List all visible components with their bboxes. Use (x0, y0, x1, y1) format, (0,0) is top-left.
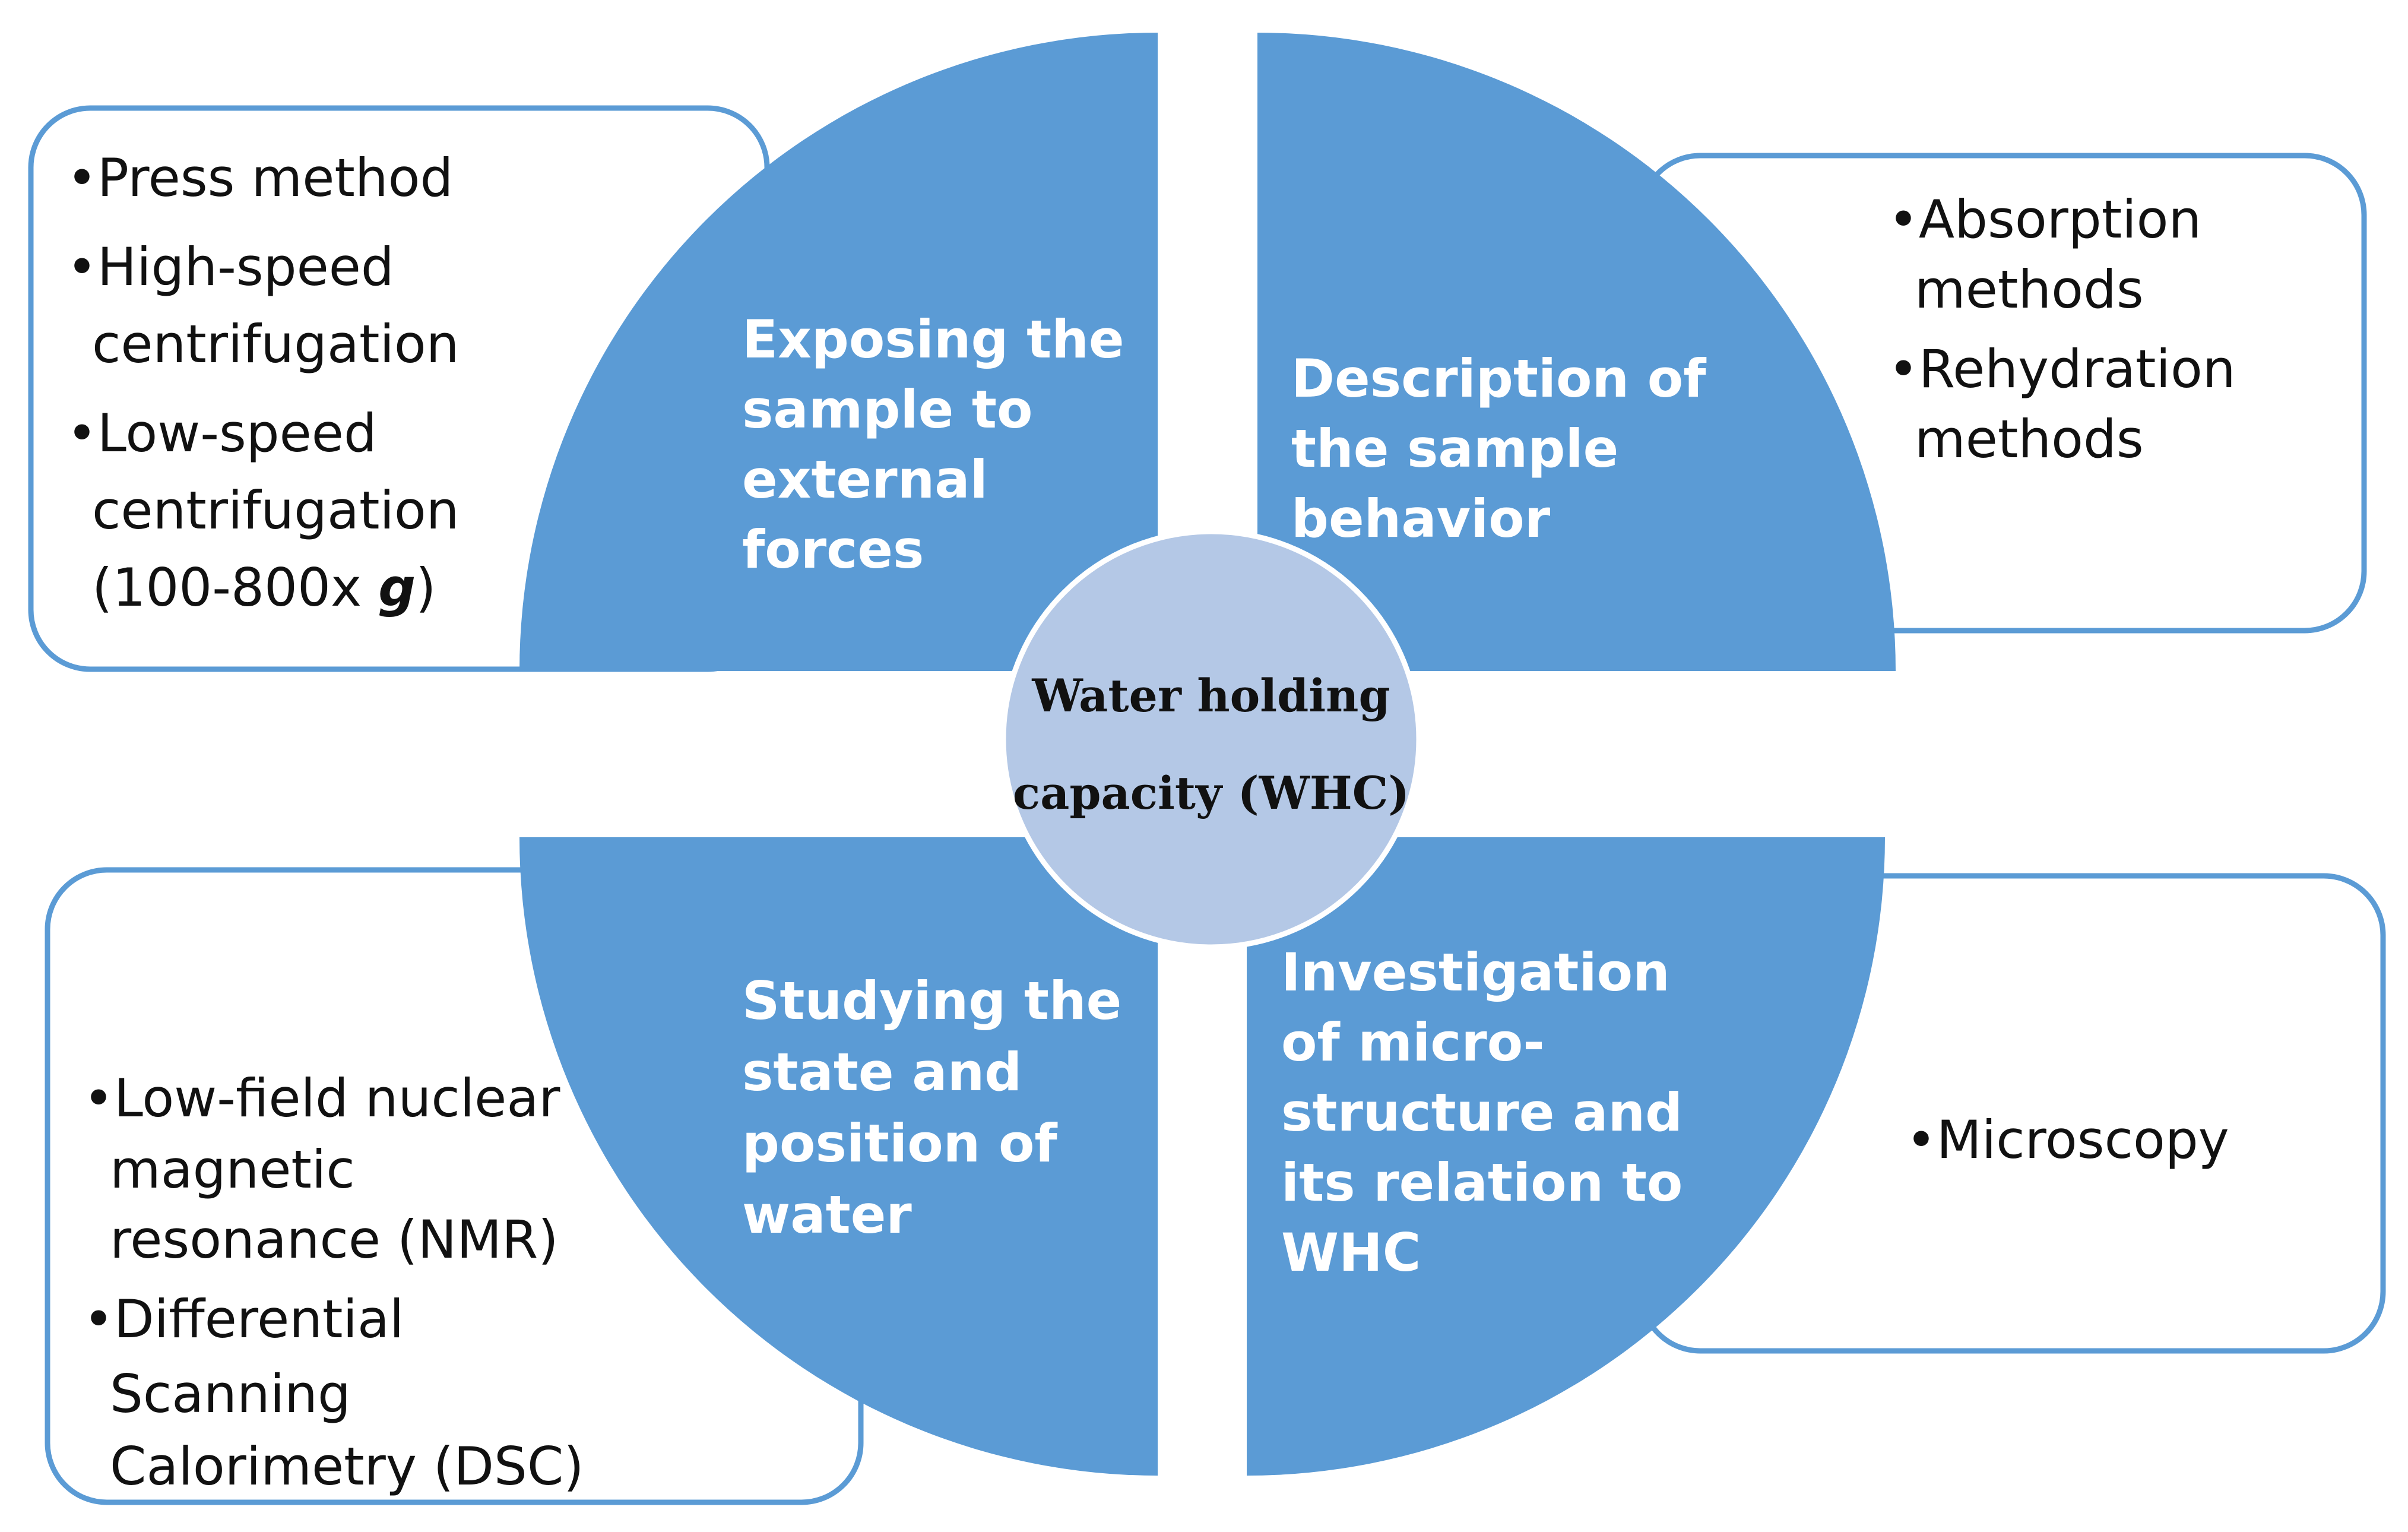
box-bottom-left-line: Calorimetry (DSC) (110, 1436, 584, 1497)
box-bottom-left-line: •Low-field nuclear (83, 1068, 560, 1129)
box-top-left-range: (100-800x (92, 557, 378, 618)
box-top-left-line: •Press method (66, 147, 453, 208)
box-bottom-right-line: •Microscopy (1906, 1109, 2229, 1170)
quadrant-bottom-left-label: Studying the state and position of water (742, 970, 1121, 1245)
box-bottom-left-line: magnetic (110, 1139, 355, 1200)
box-top-left-g-symbol: g (378, 557, 416, 618)
center-title-line1: Water holding (1031, 669, 1390, 722)
box-top-left-line: centrifugation (92, 314, 460, 375)
box-bottom-left-line: Scanning (110, 1363, 351, 1425)
box-bottom-left-list: •Low-field nuclear magnetic resonance (N… (83, 1068, 584, 1497)
quadrant-top-right (1257, 33, 1896, 671)
quadrant-top-right-line: the sample (1291, 418, 1618, 479)
quadrant-bottom-right-line: structure and (1281, 1082, 1683, 1143)
quadrant-bottom-right-line: its relation to (1281, 1152, 1683, 1213)
quadrant-top-right-line: behavior (1291, 488, 1551, 549)
box-bottom-right-list: •Microscopy (1906, 1109, 2229, 1170)
quadrant-top-right-label: Description of the sample behavior (1291, 348, 1707, 549)
quadrant-bottom-left-line: Studying the (742, 970, 1121, 1031)
quadrant-top-left-label: Exposing the sample to external forces (742, 309, 1124, 580)
box-top-left-list: •Press method •High-speed centrifugation… (66, 147, 460, 618)
quadrant-bottom-left-line: state and (742, 1042, 1022, 1103)
quadrant-bottom-left-line: position of (742, 1113, 1058, 1174)
box-top-left-last-line: (100-800x g) (92, 557, 436, 618)
quadrant-bottom-right-line: Investigation (1281, 942, 1670, 1003)
box-top-left-close-paren: ) (416, 557, 436, 618)
quadrant-bottom-right-line: of micro- (1281, 1012, 1545, 1073)
box-top-right-line: •Rehydration (1888, 338, 2236, 400)
quadrant-bottom-right-line: WHC (1281, 1222, 1421, 1283)
center-circle (1000, 528, 1422, 950)
box-bottom-left-line: resonance (NMR) (110, 1209, 559, 1270)
box-top-left-line: centrifugation (92, 480, 460, 541)
quadrant-top-left-line: Exposing the (742, 309, 1124, 370)
box-top-left-line: •Low-speed (66, 403, 377, 464)
quadrant-top-right-line: Description of (1291, 348, 1707, 409)
box-top-right-line: •Absorption (1888, 189, 2201, 250)
quadrant-top-left-line: sample to (742, 379, 1032, 440)
box-top-left-line: •High-speed (66, 236, 394, 297)
quadrant-top-left-line: forces (742, 519, 924, 580)
box-bottom-left-line: •Differential (83, 1289, 404, 1350)
box-top-right-line: methods (1915, 409, 2144, 470)
center-title-line2: capacity (WHC) (1013, 767, 1409, 819)
box-top-right-line: methods (1915, 259, 2144, 320)
quadrant-top-left-line: external (742, 449, 988, 510)
quadrant-bottom-left-line: water (742, 1184, 912, 1245)
box-top-right-list: •Absorption methods •Rehydration methods (1888, 189, 2236, 470)
quadrant-bottom-right-label: Investigation of micro- structure and it… (1281, 942, 1683, 1283)
quadrant-top-left (519, 33, 1158, 671)
quadrant-bottom-left (519, 837, 1158, 1476)
quadrant-bottom-right (1247, 837, 1885, 1476)
